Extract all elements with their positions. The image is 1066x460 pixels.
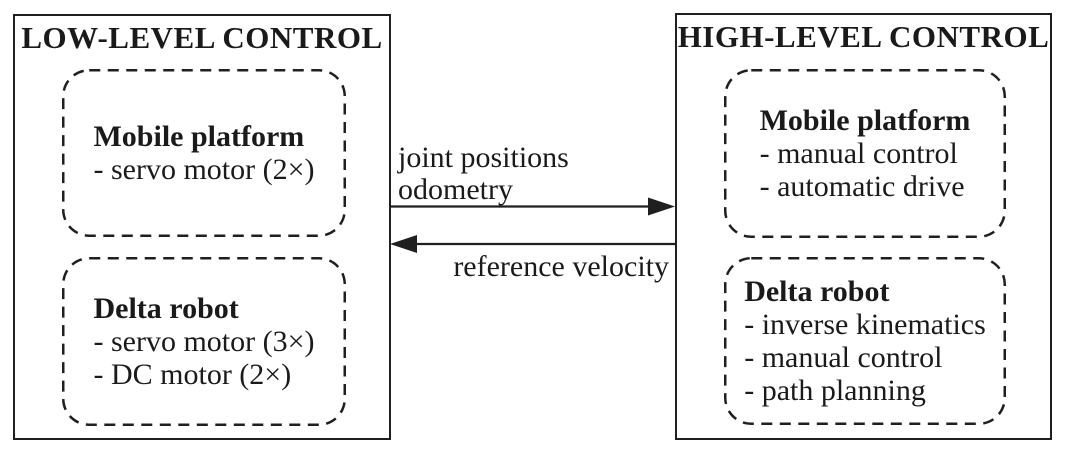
group-item: - manual control — [759, 137, 958, 170]
low-level-control-title: LOW-LEVEL CONTROL — [21, 20, 383, 55]
high-delta-robot-box: Delta robot - inverse kinematics - manua… — [724, 257, 1006, 425]
high-mobile-platform-box: Mobile platform - manual control - autom… — [724, 69, 1006, 238]
arrow-low-to-high — [390, 197, 675, 216]
group-item: - inverse kinematics — [744, 308, 986, 341]
low-delta-robot-box: Delta robot - servo motor (3×) - DC moto… — [62, 257, 346, 426]
group-title: Mobile platform — [93, 120, 305, 153]
group-item: - manual control — [744, 341, 943, 374]
low-delta-robot-content: Delta robot - servo motor (3×) - DC moto… — [93, 292, 314, 391]
group-item: - automatic drive — [759, 170, 965, 203]
high-to-low-arrow-label: reference velocity — [389, 251, 669, 283]
arrow-high-to-low — [390, 235, 675, 253]
arrow-label-line: odometry — [398, 173, 513, 206]
group-item: - path planning — [744, 374, 926, 407]
dashed-border — [724, 257, 1006, 425]
low-mobile-platform-box: Mobile platform - servo motor (2×) — [62, 69, 346, 237]
low-to-high-arrow-label: joint positions odometry — [398, 142, 569, 206]
dashed-border — [62, 257, 346, 426]
high-delta-robot-content: Delta robot - inverse kinematics - manua… — [744, 275, 986, 407]
high-mobile-platform-content: Mobile platform - manual control - autom… — [760, 104, 971, 203]
group-title: Delta robot — [93, 292, 239, 325]
low-mobile-platform-content: Mobile platform - servo motor (2×) — [93, 120, 314, 186]
low-level-control-panel: LOW-LEVEL CONTROL Mobile platform - serv… — [13, 14, 391, 440]
group-item: - DC motor (2×) — [93, 358, 292, 391]
group-title: Mobile platform — [759, 104, 971, 137]
dashed-border — [724, 69, 1006, 238]
group-item: - servo motor (3×) — [93, 325, 315, 358]
dashed-border — [62, 69, 346, 237]
connection-arrows — [390, 197, 675, 253]
group-item: - servo motor (2×) — [93, 153, 315, 186]
arrow-label-line: joint positions — [398, 141, 569, 174]
high-level-control-panel: HIGH-LEVEL CONTROL Mobile platform - man… — [675, 13, 1052, 440]
high-level-control-title: HIGH-LEVEL CONTROL — [677, 19, 1050, 54]
arrow-label-line: reference velocity — [453, 250, 669, 283]
group-title: Delta robot — [744, 275, 890, 308]
